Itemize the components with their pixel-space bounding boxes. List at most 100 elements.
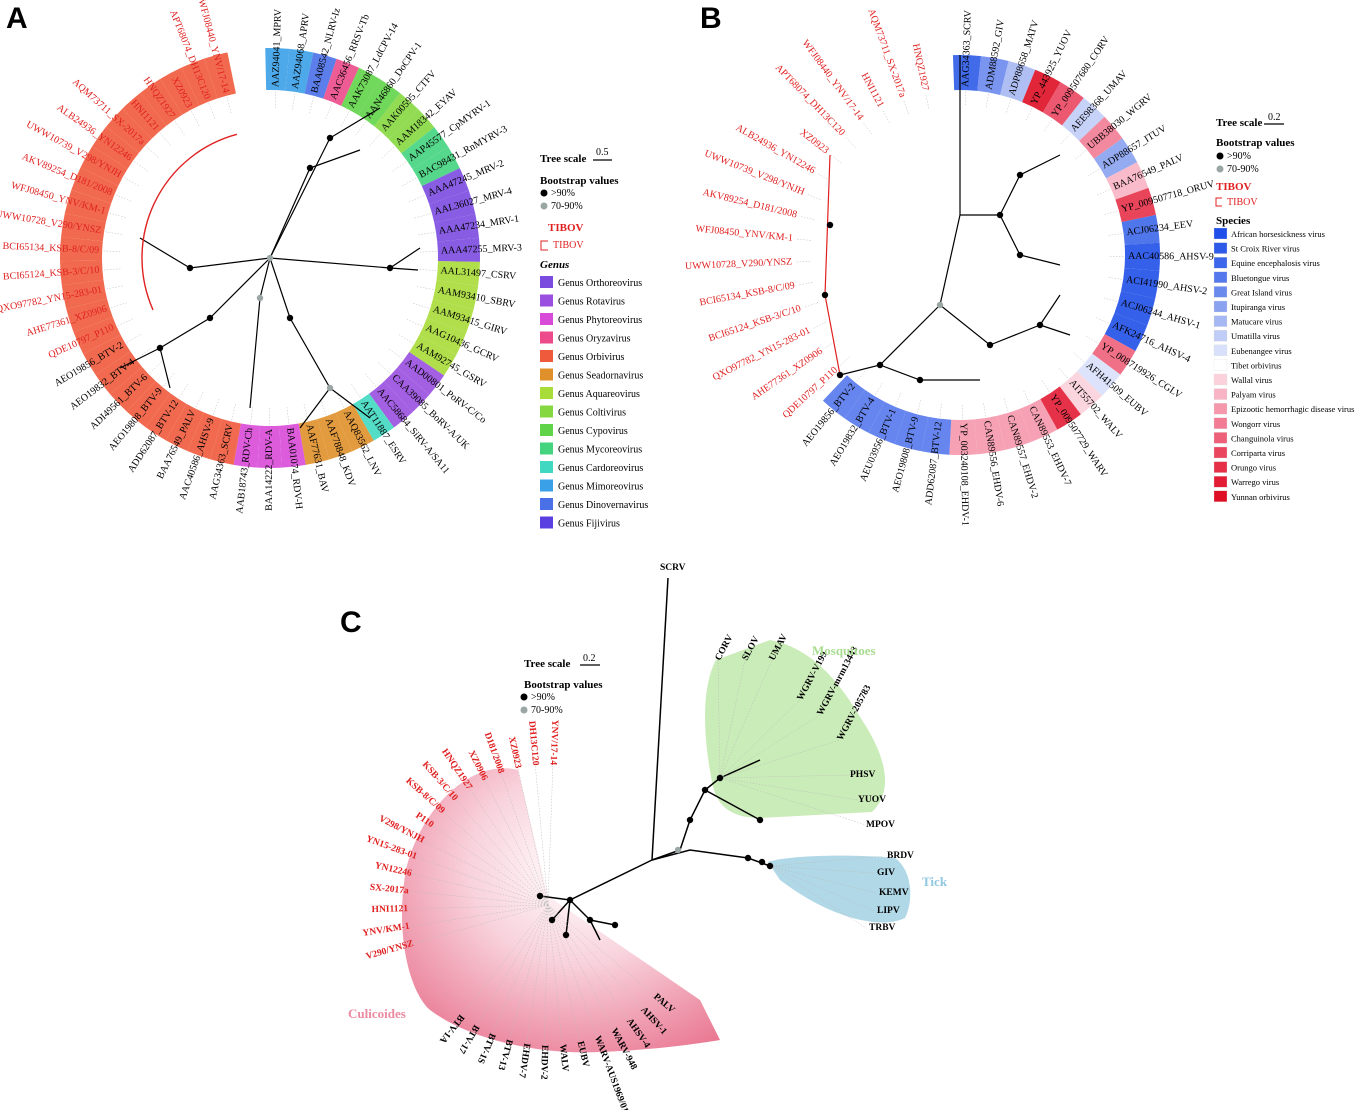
panel-b-leaf-leader bbox=[939, 403, 942, 419]
panel-b-leaf-leader bbox=[844, 136, 856, 148]
panel-b-species-swatch bbox=[1213, 417, 1228, 429]
panel-b-legend: Tree scale 0.2 Bootstrap values >90% 70-… bbox=[1213, 112, 1354, 502]
panel-c-leader bbox=[769, 865, 875, 874]
panel-a-branch bbox=[139, 237, 271, 269]
panel-b-bootstrap-high: >90% bbox=[1227, 151, 1251, 162]
panel-c-bootstrap-node bbox=[566, 896, 574, 904]
panel-b-leaf-leader bbox=[985, 92, 990, 108]
panel-b-branch bbox=[839, 304, 941, 376]
panel-b-leaf-label: AAC40586_AHSV-9 bbox=[1128, 251, 1214, 263]
panel-a-leaf-leader bbox=[418, 231, 437, 236]
panel-c-leader bbox=[409, 904, 549, 927]
panel-b-leaf-band bbox=[1000, 60, 1036, 103]
panel-a-leaf-leader bbox=[355, 120, 367, 136]
panel-b-bootstrap-node bbox=[1036, 321, 1044, 329]
panel-c-leaf-label: PHSV bbox=[850, 770, 875, 780]
panel-b-bootstrap-title: Bootstrap values bbox=[1216, 137, 1295, 149]
panel-c-leader bbox=[547, 904, 643, 1009]
panel-c-branch bbox=[539, 859, 653, 901]
panel-b-species-label: Umatilla virus bbox=[1231, 331, 1280, 341]
panel-c-leader bbox=[408, 904, 549, 910]
panel-c-tree-scale-label: Tree scale bbox=[524, 658, 570, 670]
panel-c-bootstrap-node bbox=[586, 916, 594, 924]
panel-b-species-swatch bbox=[1213, 315, 1228, 327]
panel-c-leader bbox=[719, 659, 746, 779]
panel-a-leaf-band bbox=[265, 48, 290, 91]
panel-c-leader bbox=[411, 873, 549, 906]
panel-b-leaf-band bbox=[779, 143, 823, 184]
panel-b-branch bbox=[960, 154, 1061, 216]
panel-a-branch bbox=[269, 257, 391, 269]
panel-b-species-swatch bbox=[1213, 271, 1228, 283]
panel-a-tibov-marker bbox=[540, 240, 548, 251]
panel-c-leaf-label: WALV bbox=[557, 1044, 570, 1073]
panel-b-bootstrap-high-marker bbox=[1216, 152, 1224, 160]
culicoides-group-label: Culicoides bbox=[348, 1006, 406, 1021]
panel-a-leaf-band bbox=[145, 393, 187, 441]
panel-c-tree-branches bbox=[408, 577, 885, 1045]
panel-c-branch bbox=[551, 899, 616, 941]
panel-c-leader bbox=[526, 904, 549, 1044]
panel-a-bootstrap-node bbox=[266, 254, 274, 262]
panel-b-bootstrap-node bbox=[836, 371, 844, 379]
panel-a-genus-label: Genus Orthoreovirus bbox=[558, 278, 642, 289]
panel-a-genus-swatch bbox=[540, 424, 553, 436]
panel-b-leaf-leader bbox=[1108, 233, 1124, 236]
panel-c-leader bbox=[547, 904, 655, 996]
panel-b-leaf-leader bbox=[916, 399, 922, 415]
panel-b-leaf-band bbox=[775, 318, 819, 357]
panel-c-leader bbox=[476, 904, 549, 1026]
panel-a-genus-label: Genus Orbivirus bbox=[558, 352, 624, 363]
panel-b-species-swatch bbox=[1213, 286, 1228, 298]
panel-a-branch bbox=[299, 387, 371, 429]
panel-c-legend: Tree scale 0.2 Bootstrap values >90% 70-… bbox=[520, 653, 603, 716]
panel-a-leaf-band bbox=[317, 412, 353, 460]
panel-b-species-swatch bbox=[1213, 490, 1228, 502]
panel-c-bootstrap-title: Bootstrap values bbox=[524, 679, 603, 691]
panel-a-legend: Tree scale 0.5 Bootstrap values >90% 70-… bbox=[540, 147, 648, 530]
panel-c-leader bbox=[544, 904, 549, 1045]
panel-b-leaf-band bbox=[831, 85, 873, 129]
panel-b-species-swatch bbox=[1213, 344, 1228, 356]
panel-b-species-label: Eubenangee virus bbox=[1231, 346, 1292, 356]
panel-c-leader bbox=[547, 904, 629, 1020]
panel-a-bootstrap-node bbox=[256, 294, 264, 302]
panel-a-leaf-leader bbox=[231, 403, 236, 422]
panel-b-species-bands bbox=[760, 54, 1160, 455]
panel-b-species-swatch bbox=[1213, 257, 1228, 269]
panel-b-species-label: Yunnan orbivirus bbox=[1231, 492, 1290, 502]
panel-c-bootstrap-node bbox=[716, 774, 724, 782]
panel-b-species-label: Wongorr virus bbox=[1231, 419, 1280, 429]
panel-b-leaf-band bbox=[844, 389, 885, 433]
panel-c-leader bbox=[769, 865, 877, 894]
panel-c-leaf-label: LIPV bbox=[877, 906, 900, 916]
panel-b-leaf-leader bbox=[1058, 367, 1069, 380]
panel-b-leaf-leader bbox=[795, 238, 811, 241]
panel-a-tree-branches bbox=[102, 90, 438, 429]
panel-b-leaf-leader bbox=[1086, 335, 1099, 345]
panel-a-leaf-band bbox=[64, 189, 112, 223]
panel-b-species-label: African horsesickness virus bbox=[1231, 229, 1325, 239]
panel-b-bootstrap-mid: 70-90% bbox=[1227, 164, 1259, 175]
panel-b-tibov-title: TIBOV bbox=[1216, 181, 1252, 193]
panel-b-species-label: Palyam virus bbox=[1231, 390, 1276, 400]
panel-a-leaf-leader bbox=[226, 95, 232, 114]
panel-a-bootstrap-high: >90% bbox=[551, 188, 575, 199]
panel-b-leaf-leader bbox=[964, 90, 967, 106]
panel-b-leaf-band bbox=[761, 273, 801, 306]
panel-b-leaf-leader bbox=[1023, 390, 1031, 405]
panel-a-genus-swatch bbox=[540, 350, 553, 362]
panel-c-leader bbox=[547, 904, 580, 1042]
panel-a-genus-label: Genus Mimoreovirus bbox=[558, 482, 643, 493]
panel-b-species-swatch bbox=[1213, 403, 1228, 415]
panel-c-branch bbox=[704, 789, 761, 821]
panel-c-leader bbox=[719, 774, 851, 779]
panel-b-bootstrap-node bbox=[936, 301, 944, 309]
panel-a-leaf-band bbox=[210, 419, 241, 465]
panel-a-genus-swatch bbox=[540, 294, 553, 307]
panel-c-leader bbox=[408, 891, 549, 906]
panel-a-tibov-line-label: TIBOV bbox=[553, 240, 584, 251]
panel-b-leaf-band bbox=[921, 416, 952, 455]
panel-b-leaf-leader bbox=[874, 383, 883, 397]
panel-a-genus-label: Genus Phytoreovirus bbox=[558, 315, 642, 326]
